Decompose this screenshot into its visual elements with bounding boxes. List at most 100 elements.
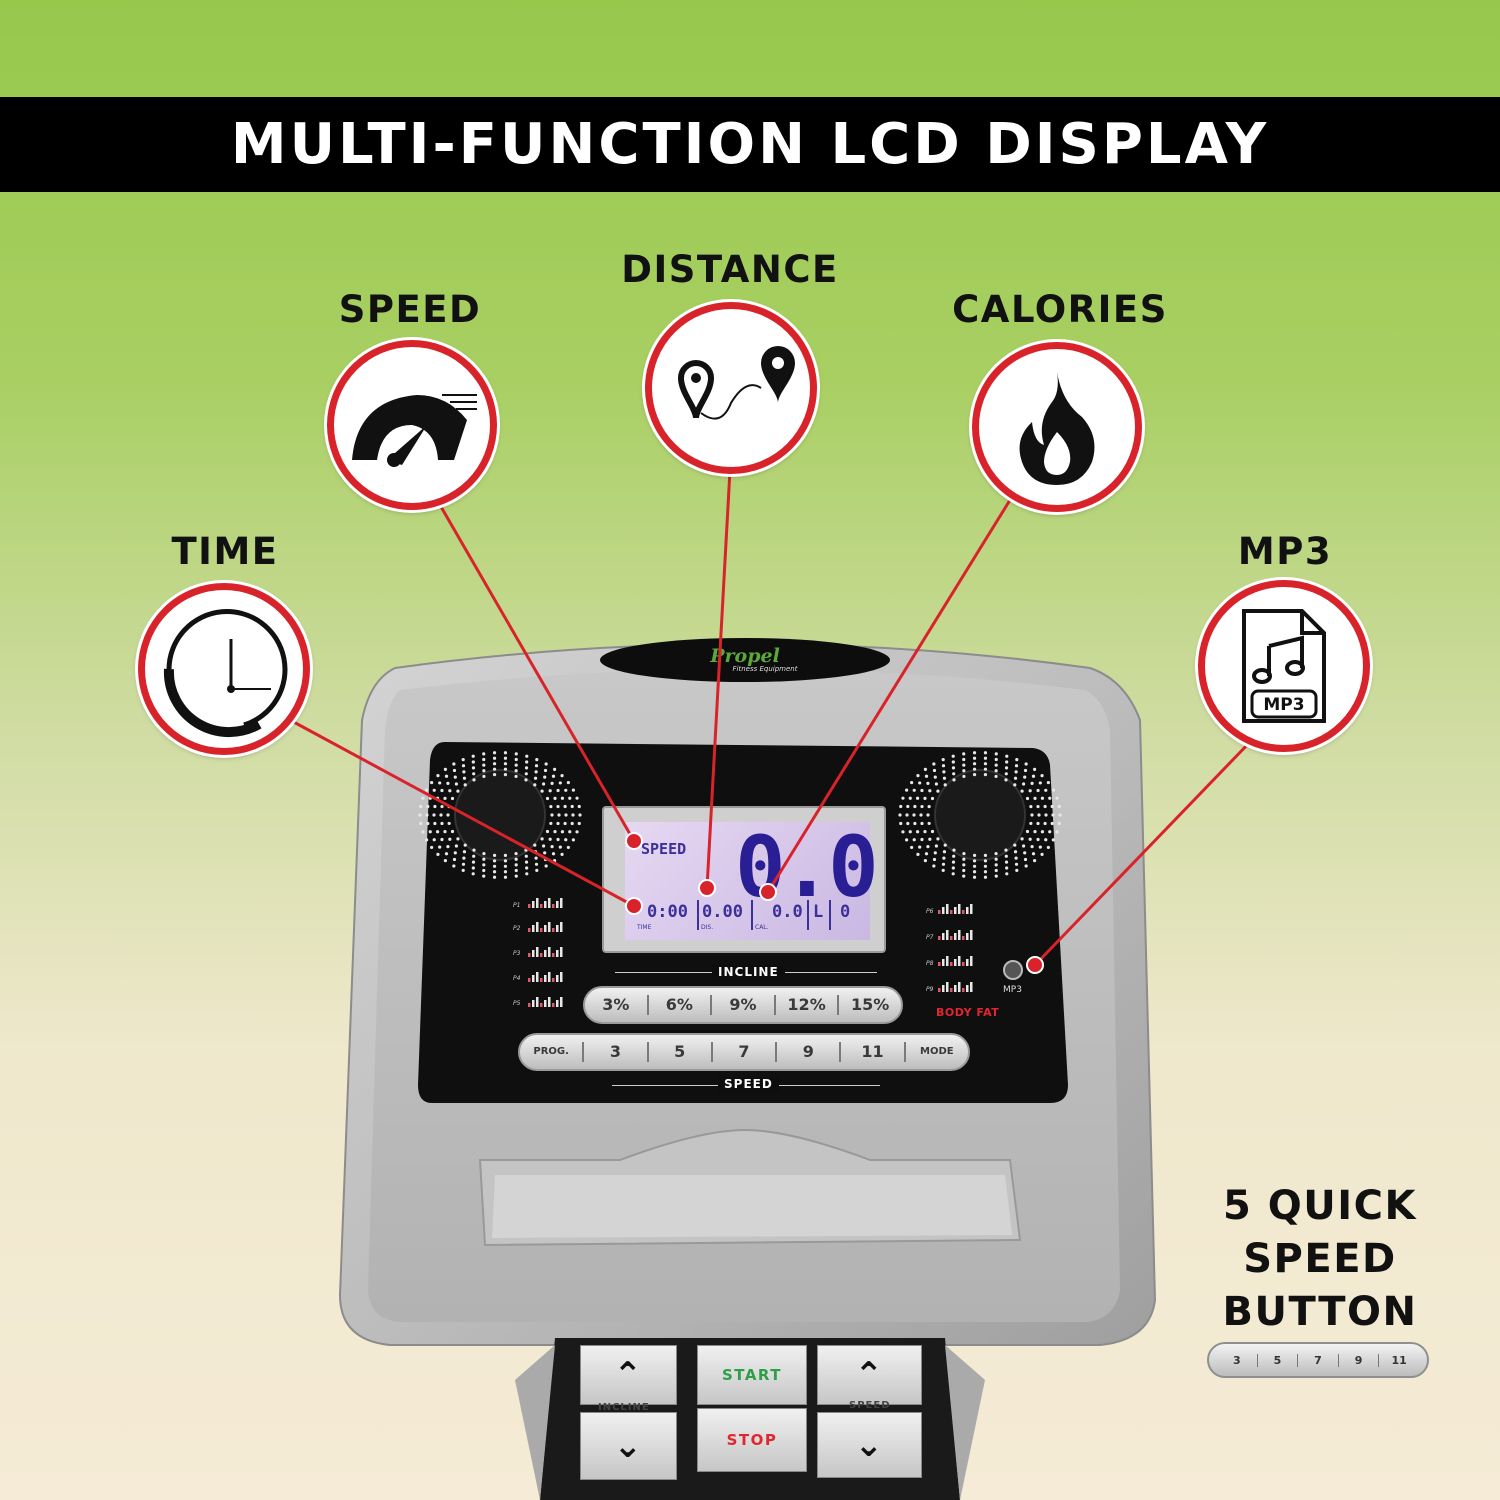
speaker-dot bbox=[994, 868, 998, 873]
speaker-dot bbox=[1051, 838, 1055, 842]
speaker-dot bbox=[463, 783, 467, 787]
speaker-dot bbox=[471, 760, 475, 764]
incline-15-button[interactable]: 15% bbox=[851, 995, 890, 1015]
speaker-dot bbox=[462, 856, 466, 860]
speaker-dot bbox=[962, 757, 966, 762]
speed-up-button[interactable]: ⌃ bbox=[817, 1345, 922, 1405]
speaker-dot bbox=[514, 868, 518, 873]
speaker-dot bbox=[448, 837, 452, 841]
program-profile-bar bbox=[938, 988, 941, 992]
program-profile-bar bbox=[966, 907, 969, 914]
speaker-dot bbox=[421, 796, 425, 800]
start-button[interactable]: START bbox=[697, 1345, 807, 1405]
speaker-dot bbox=[1040, 796, 1045, 800]
speaker-dot bbox=[564, 813, 568, 817]
program-label: P3 bbox=[513, 950, 521, 957]
speaker-dot bbox=[913, 821, 917, 826]
program-label: P6 bbox=[926, 908, 934, 915]
program-button[interactable]: PROG. bbox=[520, 1041, 585, 1063]
speaker-dot bbox=[570, 804, 574, 809]
speaker-dot bbox=[962, 868, 966, 873]
program-profile-bar bbox=[970, 930, 973, 940]
speaker-dot bbox=[503, 859, 508, 863]
speaker-dot bbox=[942, 776, 947, 780]
program-profile-bar bbox=[954, 907, 957, 914]
incline-6-button[interactable]: 6% bbox=[649, 994, 713, 1016]
incline-3-button[interactable]: 3% bbox=[585, 994, 649, 1016]
lcd-distance-value: 0.00 bbox=[702, 902, 743, 922]
speaker-dot bbox=[503, 773, 508, 777]
speaker-dot bbox=[1005, 760, 1009, 764]
speaker-dot bbox=[492, 773, 497, 777]
speaker-dot bbox=[440, 821, 444, 826]
speaker-dot bbox=[906, 804, 910, 809]
speaker-dot bbox=[972, 870, 977, 874]
speaker-dot bbox=[482, 757, 486, 762]
incline-12-button[interactable]: 12% bbox=[776, 994, 840, 1016]
speaker-dot bbox=[983, 875, 988, 879]
program-profile-bar bbox=[532, 925, 535, 932]
speaker-dot bbox=[432, 813, 436, 817]
speaker-dot bbox=[453, 775, 457, 779]
speaker-dot bbox=[430, 845, 434, 850]
speaker-dot bbox=[534, 764, 539, 768]
speed-3-button[interactable]: 3 bbox=[584, 1041, 649, 1063]
incline-down-button[interactable]: ⌄ bbox=[580, 1412, 677, 1480]
speaker-dot bbox=[452, 864, 456, 868]
incline-up-button[interactable]: ⌃ bbox=[580, 1345, 677, 1405]
speaker-dot bbox=[926, 845, 930, 849]
program-profile-bar bbox=[548, 898, 551, 908]
speaker-dot bbox=[1031, 774, 1036, 778]
speaker-dot bbox=[1020, 789, 1024, 793]
speaker-dot bbox=[446, 845, 450, 849]
speaker-dot bbox=[962, 763, 966, 767]
title-banner: MULTI-FUNCTION LCD DISPLAY bbox=[0, 97, 1500, 192]
speaker-dot bbox=[932, 768, 937, 773]
speaker-dot bbox=[482, 752, 486, 756]
speaker-dot bbox=[1029, 821, 1033, 826]
speaker-dot bbox=[1033, 767, 1037, 771]
speaker-dot bbox=[568, 830, 572, 834]
speaker-dot bbox=[575, 796, 579, 800]
speaker-dot bbox=[540, 837, 544, 841]
mode-button[interactable]: MODE bbox=[920, 1046, 954, 1058]
speaker-dot bbox=[436, 852, 440, 856]
speaker-dot bbox=[952, 772, 956, 776]
quick-speed-5: 5 bbox=[1258, 1353, 1299, 1367]
stop-button[interactable]: STOP bbox=[697, 1408, 807, 1472]
program-profile-bar bbox=[962, 962, 965, 966]
speaker-dot bbox=[450, 829, 455, 834]
speaker-dot bbox=[545, 796, 550, 801]
speaker-dot bbox=[446, 813, 450, 817]
incline-9-button[interactable]: 9% bbox=[712, 994, 776, 1016]
speed-down-button[interactable]: ⌄ bbox=[817, 1412, 922, 1478]
program-profile-bar bbox=[544, 950, 547, 957]
program-profile-bar bbox=[560, 898, 563, 908]
speaker-dot bbox=[443, 830, 447, 834]
speed-9-button[interactable]: 9 bbox=[777, 1041, 842, 1063]
speaker-dot bbox=[923, 830, 927, 834]
speaker-dot bbox=[932, 762, 936, 766]
quick-speed-line: 5 QUICK bbox=[1223, 1183, 1417, 1229]
speaker-dot bbox=[924, 774, 929, 778]
speaker-dot bbox=[514, 774, 518, 779]
mp3-port[interactable] bbox=[1003, 960, 1023, 980]
program-profile-bar bbox=[548, 972, 551, 982]
speaker-dot bbox=[941, 868, 945, 873]
program-profile-bar bbox=[532, 950, 535, 957]
speaker-dot bbox=[540, 789, 544, 793]
speed-5-button[interactable]: 5 bbox=[649, 1041, 713, 1063]
speaker-dot bbox=[1004, 778, 1008, 782]
keypad-incline-label: INCLINE bbox=[598, 1402, 650, 1413]
speed-11-button[interactable]: 11 bbox=[841, 1041, 906, 1063]
quick-speed-3: 3 bbox=[1217, 1353, 1258, 1367]
speaker-dot bbox=[1036, 804, 1040, 809]
chevron-down-icon: ⌄ bbox=[613, 1426, 644, 1466]
speaker-dot bbox=[972, 762, 977, 766]
speaker-dot bbox=[942, 856, 946, 860]
speed-7-button[interactable]: 7 bbox=[713, 1041, 778, 1063]
speaker-dot bbox=[492, 864, 497, 868]
speaker-dot bbox=[548, 789, 552, 793]
speaker-dot bbox=[432, 838, 436, 842]
program-profile-bar bbox=[954, 985, 957, 992]
